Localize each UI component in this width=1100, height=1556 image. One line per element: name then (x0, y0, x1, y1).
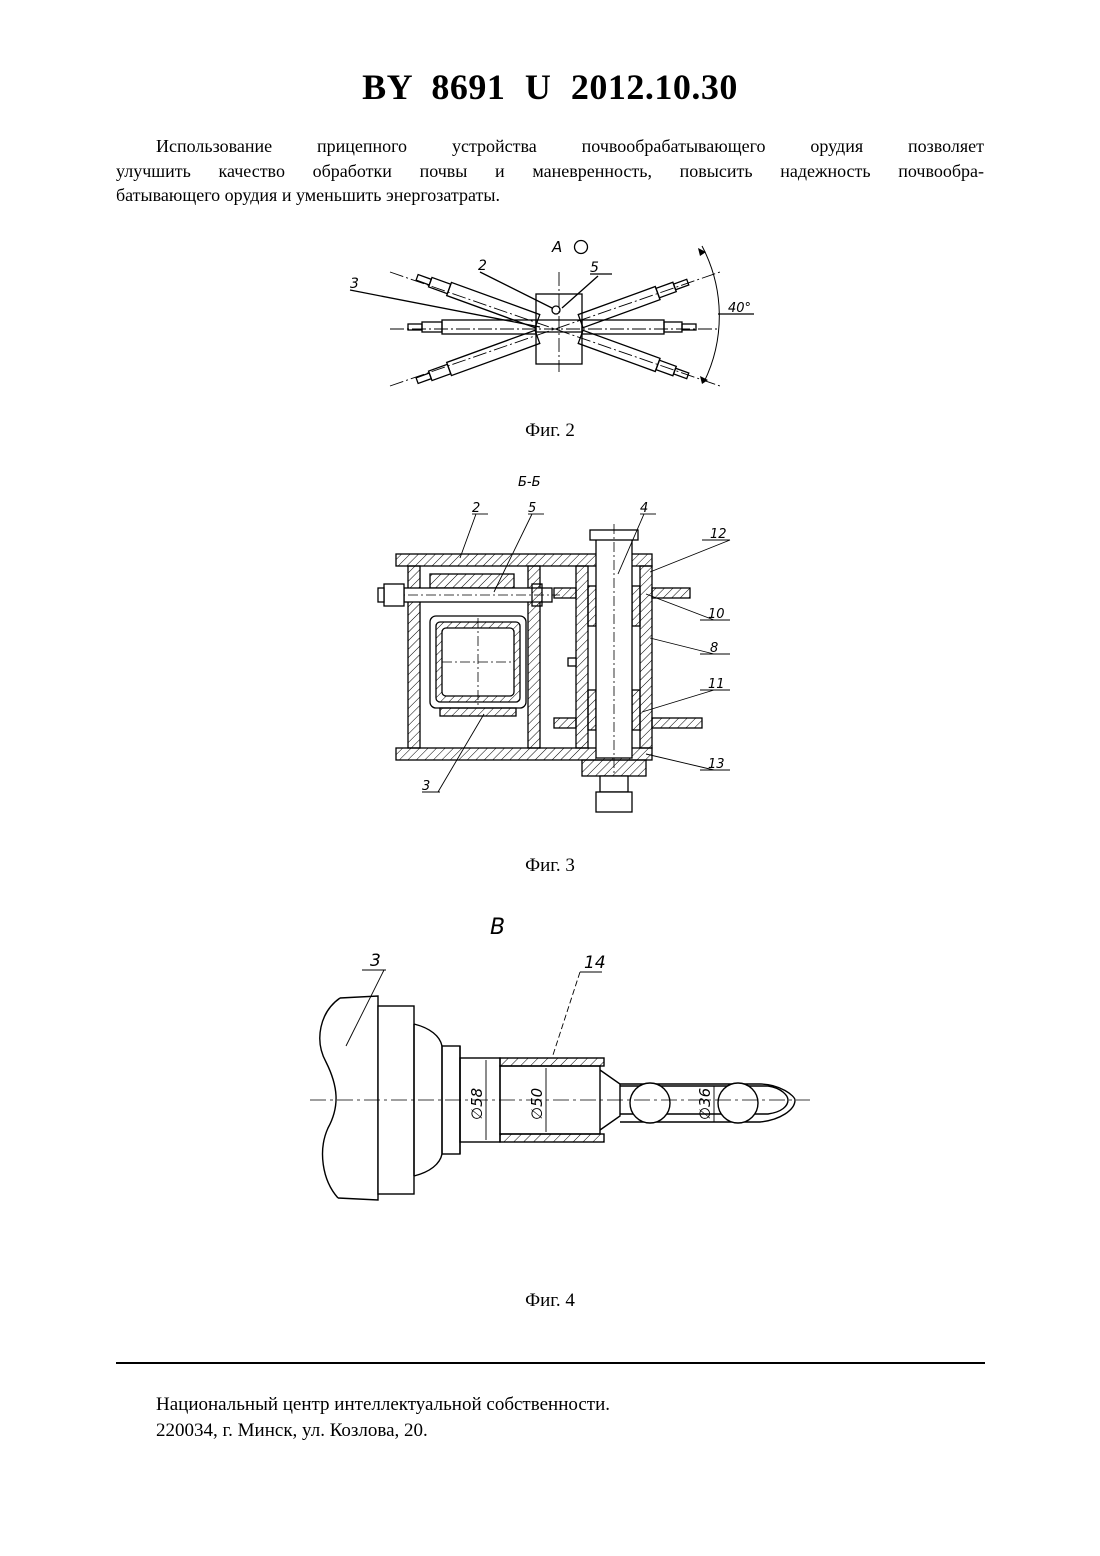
fig2-view-label: А (551, 238, 562, 256)
footer-line-2: 220034, г. Минск, ул. Козлова, 20. (156, 1418, 610, 1444)
figure-4-drawing: В 3 14 ∅58 ∅50 ∅36 (290, 900, 820, 1260)
patent-header: BY 8691 U 2012.10.30 (0, 66, 1100, 108)
fig4-dim-50: ∅50 (528, 1088, 546, 1120)
fig3-label-2: 2 (472, 501, 480, 516)
fig3-label-5: 5 (528, 501, 536, 516)
fig3-label-11: 11 (708, 677, 725, 692)
fig3-label-3: 3 (422, 779, 430, 794)
fig2-label-3: 3 (350, 276, 359, 292)
paragraph-line-3: батывающего орудия и уменьшить энергозат… (116, 183, 984, 208)
figure-3-drawing: Б-Б 2 5 4 12 10 8 11 13 3 (360, 468, 760, 828)
fig2-label-5: 5 (590, 260, 599, 276)
paragraph-line-1: Использование прицепного устройства почв… (116, 134, 984, 159)
footer-line-1: Национальный центр интеллектуальной собс… (156, 1392, 610, 1418)
figure-4-caption: Фиг. 4 (0, 1290, 1100, 1312)
fig4-label-14: 14 (584, 953, 606, 973)
fig3-label-12: 12 (710, 527, 727, 542)
fig3-label-8: 8 (710, 641, 718, 656)
fig3-label-4: 4 (640, 501, 648, 516)
fig4-view-label: В (490, 915, 505, 940)
publisher-footer: Национальный центр интеллектуальной собс… (156, 1392, 610, 1444)
fig2-label-2: 2 (478, 258, 487, 274)
figure-3-caption: Фиг. 3 (0, 855, 1100, 877)
paragraph-line-2: улучшить качество обработки почвы и мане… (116, 159, 984, 184)
figure-2-drawing: А 2 5 3 40° (330, 232, 780, 402)
fig2-angle: 40° (728, 301, 751, 316)
fig3-label-10: 10 (708, 607, 725, 622)
figure-2-caption: Фиг. 2 (0, 420, 1100, 442)
fig4-dim-36: ∅36 (696, 1088, 714, 1120)
fig4-label-3: 3 (370, 951, 381, 971)
description-paragraph: Использование прицепного устройства почв… (116, 134, 984, 208)
fig4-dim-58: ∅58 (468, 1088, 486, 1120)
footer-divider (116, 1362, 985, 1364)
fig3-section-label: Б-Б (518, 475, 541, 490)
fig3-label-13: 13 (708, 757, 725, 772)
